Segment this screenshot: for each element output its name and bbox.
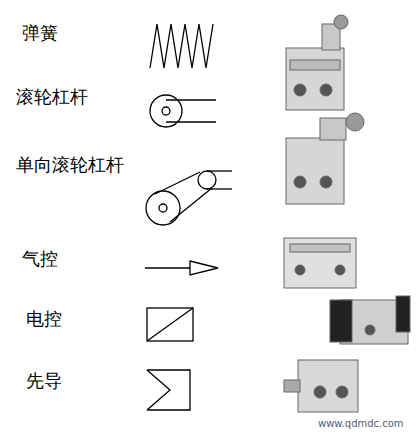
feature-label: 弹簧 (22, 22, 58, 44)
one-way-roller-symbol (146, 171, 232, 225)
solenoid-symbol (147, 308, 193, 341)
air-control-symbol (145, 261, 218, 275)
valve-photos (284, 15, 410, 412)
feature-label: 电控 (26, 308, 62, 330)
watermark: www.qdmdc.com (318, 418, 404, 430)
roller-lever-symbol (150, 95, 216, 127)
feature-label: 气控 (22, 248, 58, 270)
feature-label: 单向滚轮杠杆 (16, 154, 124, 176)
feature-label: 滚轮杠杆 (16, 86, 88, 108)
pilot-symbol (147, 370, 190, 410)
feature-label: 先导 (26, 370, 62, 392)
spring-symbol (150, 24, 213, 68)
